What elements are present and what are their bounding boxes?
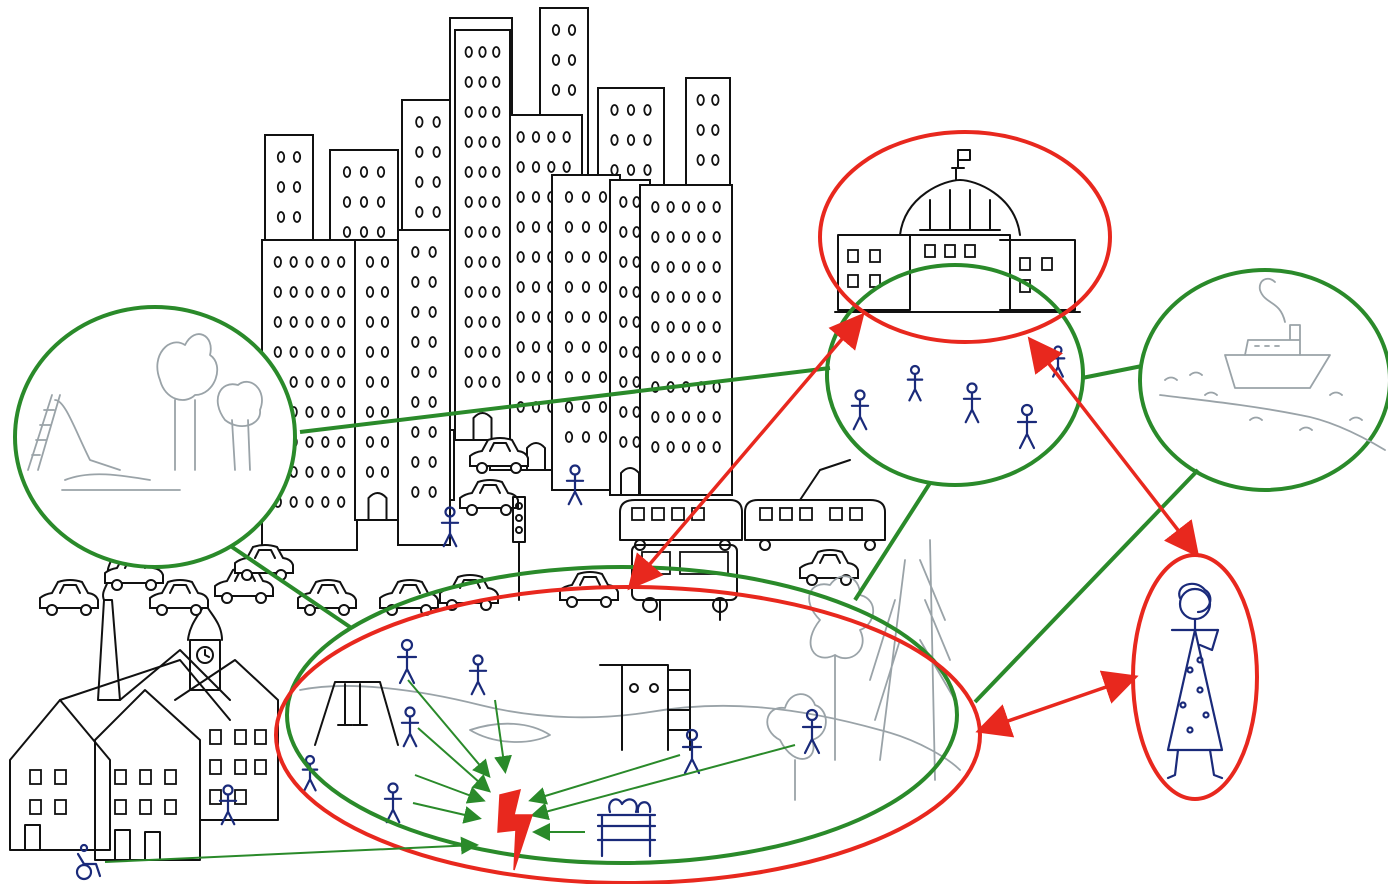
traffic-light-icon (513, 497, 525, 600)
park-hills (300, 686, 960, 770)
person-icon (683, 730, 701, 773)
window-icon (1042, 258, 1052, 270)
plaza-circle (827, 265, 1083, 485)
window-icon (925, 245, 935, 257)
car-icon (460, 480, 518, 515)
swing-icon (315, 682, 398, 745)
window-icon (1020, 258, 1030, 270)
window-icon (165, 800, 176, 814)
skyscraper-icon (640, 185, 732, 495)
window-icon (55, 770, 66, 784)
window-icon (848, 250, 858, 262)
window-icon (115, 770, 126, 784)
window-icon (965, 245, 975, 257)
person-icon (402, 708, 418, 747)
government-building-icon (835, 150, 1080, 312)
skyscraper-icon (455, 30, 510, 440)
window-icon (210, 730, 221, 744)
park-circle-red (276, 587, 980, 883)
window-icon (30, 800, 41, 814)
park-tree-icon (767, 540, 955, 800)
person-icon (470, 656, 486, 695)
window-icon (235, 760, 246, 774)
window-icon (140, 770, 151, 784)
person-icon (908, 366, 922, 400)
person-icon (398, 640, 416, 683)
resident-inset (1133, 555, 1257, 799)
car-icon (150, 580, 208, 615)
park-pond (470, 724, 550, 742)
bus-icon (632, 545, 737, 620)
playground-inset (15, 307, 295, 567)
car-icon (40, 580, 98, 615)
person-icon (852, 391, 868, 430)
window-icon (210, 760, 221, 774)
window-icon (848, 275, 858, 287)
window-icon (235, 790, 246, 804)
window-icon (945, 245, 955, 257)
skyscraper-icon (398, 230, 450, 545)
skyscraper-icon (355, 240, 400, 520)
person-icon (385, 784, 401, 823)
person-icon (220, 786, 236, 825)
person-icon (803, 710, 821, 753)
window-icon (255, 730, 266, 744)
window-icon (55, 800, 66, 814)
harbour-inset (1140, 270, 1388, 490)
window-icon (165, 770, 176, 784)
government-circle (820, 132, 1110, 342)
car-icon (800, 550, 858, 585)
window-icon (115, 800, 126, 814)
window-icon (235, 730, 246, 744)
bench-icon (598, 799, 655, 856)
window-icon (870, 250, 880, 262)
window-icon (210, 790, 221, 804)
window-icon (255, 760, 266, 774)
window-icon (30, 770, 41, 784)
skyscrapers (262, 8, 732, 550)
person-icon (964, 384, 980, 423)
window-icon (140, 800, 151, 814)
person-icon (1018, 405, 1036, 448)
